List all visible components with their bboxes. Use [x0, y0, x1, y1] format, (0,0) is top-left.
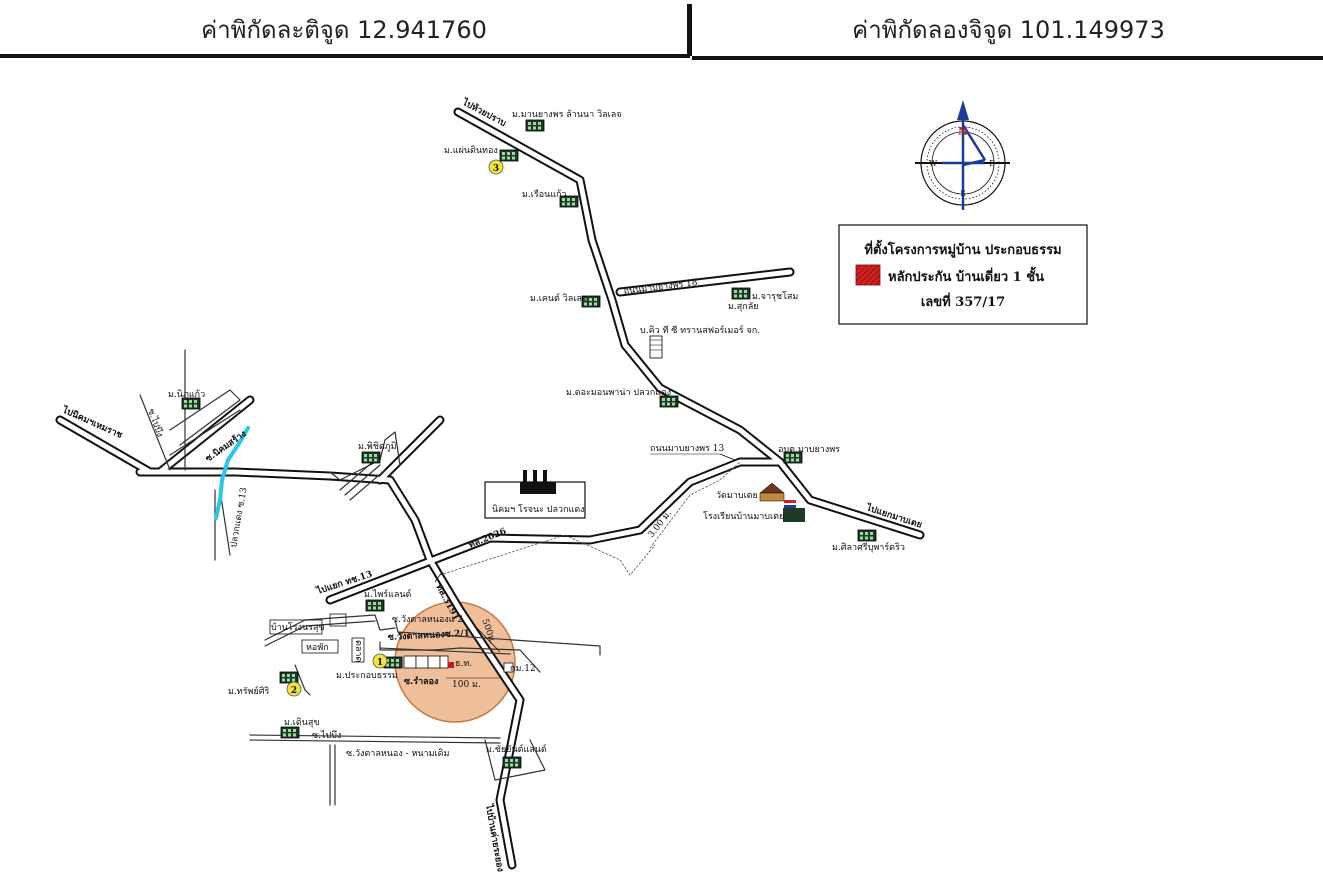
label-road-13: ถนนมาบยางพร 13 [650, 444, 725, 454]
label-soi-bueng: ซ.ไปบึง [312, 730, 341, 741]
legend-swatch [855, 264, 881, 286]
label-dist-100: 100 ม. [452, 680, 481, 690]
label-soi-ramlong: ซ.รำลอง [404, 676, 438, 687]
label-chaiyan: ม.ชัยยันต์แลนด์ [486, 743, 547, 755]
label-ruean-kaew: ม.เรือนแก้ว [522, 189, 567, 200]
label-suk-lak: ม.สุกลัย [728, 302, 759, 312]
label-factory: บ.คิว ที ซี ทรานสฟอร์เมอร์ จก. [640, 324, 760, 336]
compass-s: S [960, 189, 965, 198]
longitude-header: ค่าพิกัดลองจิจูด 101.149973 [694, 0, 1323, 58]
label-pole: ธ.ท. [455, 659, 472, 669]
legend-box: ที่ตั้งโครงการหมู่บ้าน ประกอบธรรม หลักปร… [838, 224, 1088, 325]
svg-text:3: 3 [493, 164, 499, 174]
latitude-header: ค่าพิกัดละติจูด 12.941760 [0, 0, 688, 58]
label-phai-land: ม.ไพร์แลนด์ [364, 588, 412, 600]
label-ban-rom-suk: บ้านโรงนรสุข [271, 622, 325, 633]
svg-text:1: 1 [377, 658, 383, 668]
label-obt: อบต.มาบยางพร [778, 445, 840, 455]
label-nipon: ม.นิภูแก้ว [168, 389, 205, 400]
label-kent-villa: ม.เคนต์ วิลเลจ [530, 292, 587, 304]
label-charusiri: ม.จารุชโสม [752, 291, 798, 302]
industrial-estate [484, 470, 586, 519]
longitude-text: ค่าพิกัดลองจิจูด 101.149973 [852, 15, 1165, 44]
legend-title: ที่ตั้งโครงการหมู่บ้าน ประกอบธรรม [864, 239, 1061, 258]
legend-item: หลักประกัน บ้านเดี่ยว 1 ชั้น [888, 266, 1044, 285]
compass-rose: N S E W [915, 100, 1010, 210]
header-rule-right [692, 56, 1323, 60]
label-industrial: นิคมฯ โรจนะ ปลวกแดง [492, 504, 585, 515]
project-plots [403, 655, 514, 673]
label-km12: กม.12 [510, 664, 536, 674]
header-divider [687, 4, 692, 56]
label-diamond: ม.ดอะมอนพาน่า ปลวกแดง [566, 388, 671, 398]
label-tang-dok: หอพัก [306, 643, 329, 653]
label-wat: วัดมาบเตย [716, 491, 758, 501]
label-phaen-din-thong: ม.แผ่นดินทอง [444, 145, 498, 156]
compass-e: E [989, 159, 995, 168]
legend-address: เลขที่ 357/17 [921, 292, 1005, 310]
label-manasawan: ม.มานยางพร ล้านนา วิลเลจ [512, 109, 622, 120]
label-prakop: ม.ประกอบธรรม [336, 671, 398, 681]
label-sap-siri: ม.ทรัพย์ศิริ [228, 685, 269, 697]
header-rule-left [0, 54, 690, 58]
compass-w: W [929, 159, 938, 168]
marker-3: 3 [488, 159, 504, 175]
label-noen-sukh: ม.เดินสุข [284, 717, 320, 728]
direction-arrows [434, 453, 736, 653]
latitude-text: ค่าพิกัดละติจูด 12.941760 [201, 15, 487, 44]
canal [214, 426, 250, 520]
location-map: 1 2 3 ไปห้วยปราบ ม.มานยางพร ล้านนา วิลเล… [55, 96, 1088, 873]
label-soi-wang2: ซ.วังตาลหนองซ.2/1 [388, 628, 471, 643]
label-phichit: ม.พิชิตภูมิ [358, 441, 397, 452]
label-siri-phat: ม.ศิลาศรีบุพาร์ตริว [832, 541, 905, 553]
label-talad: ตลาด [353, 640, 363, 662]
building-icons [181, 119, 877, 769]
marker-1: 1 [372, 653, 388, 669]
compass-n: N [958, 125, 968, 138]
label-soi-banbueng: ซ.ไปบึง [145, 407, 165, 438]
label-soi-wang: ซ.วังตาลหนองแ 2 [392, 615, 463, 625]
label-school: โรงเรียนบ้านมาบเตย [703, 511, 784, 522]
label-road-wang: ซ.วังตาลหนอง - หนามเดิม [346, 748, 449, 759]
label-pluakdaeng-13: ปลวกแดง ซ.13 [229, 486, 249, 548]
svg-text:2: 2 [291, 686, 297, 696]
road-network [55, 107, 925, 870]
label-road-18: ถนนมาบยางพร 18 [623, 278, 698, 297]
marker-2: 2 [286, 681, 302, 697]
